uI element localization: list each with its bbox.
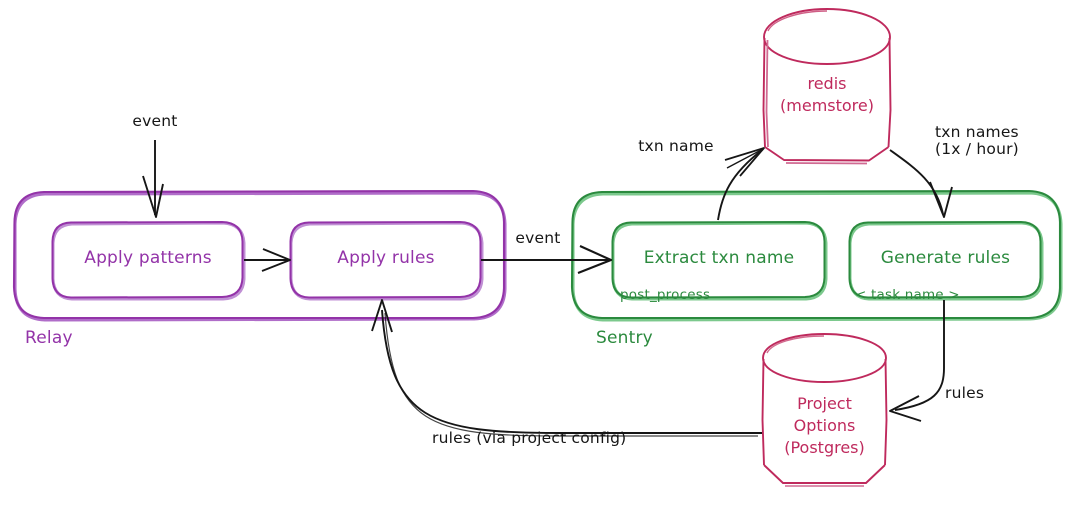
edge-extract-to-redis xyxy=(717,147,765,221)
edge-extract-to-redis-arrowhead xyxy=(724,147,765,177)
apply-patterns-border xyxy=(51,220,244,299)
node-generate-rules-sublabel: < task name > xyxy=(855,287,960,303)
edge-generate-to-options-arrowhead xyxy=(889,395,922,422)
datastore-project-options-label-line3: (Postgres) xyxy=(784,438,865,457)
options-left-wall xyxy=(761,358,765,466)
node-apply-patterns-label[interactable]: Apply patterns xyxy=(84,248,212,268)
datastore-project-options[interactable] xyxy=(762,334,887,486)
options-top-ellipse xyxy=(762,333,887,383)
edge-label-redis-to-generate: txn names (1x / hour) xyxy=(935,123,1019,159)
node-extract-txn-name-shape[interactable] xyxy=(611,220,828,301)
node-apply-rules-label[interactable]: Apply rules xyxy=(337,248,435,268)
group-relay[interactable] xyxy=(12,189,507,322)
node-extract-txn-name-label[interactable]: Extract txn name xyxy=(643,248,795,268)
generate-rules-border xyxy=(848,220,1042,299)
options-bottom xyxy=(763,464,886,484)
edge-label-extract-to-redis: txn name xyxy=(638,137,714,155)
options-top-ellipse-overdraw xyxy=(766,335,825,354)
edge-extract-to-redis-line xyxy=(717,149,763,221)
edge-extract-to-redis-arrowhead-extra xyxy=(726,148,764,169)
redis-top-ellipse-overdraw xyxy=(767,10,828,32)
redis-left-wall xyxy=(762,37,766,148)
edge-event-in xyxy=(142,140,164,218)
edge-patterns-to-rules xyxy=(244,248,291,272)
edge-options-to-relay-arrowhead xyxy=(371,299,393,333)
apply-rules-border xyxy=(289,220,482,299)
redis-bottom-shadow xyxy=(785,162,868,165)
edge-label-generate-to-options: rules xyxy=(945,384,985,402)
redis-top-ellipse xyxy=(763,8,891,65)
datastore-project-options-shape[interactable] xyxy=(761,333,888,487)
edge-redis-to-generate-line xyxy=(889,149,944,215)
group-relay-label: Relay xyxy=(25,328,73,348)
datastore-redis-label-line1: redis xyxy=(807,74,847,93)
redis-left-wall-shadow xyxy=(765,39,769,148)
group-sentry[interactable] xyxy=(570,189,1063,322)
redis-bottom xyxy=(764,146,890,162)
sentry-box xyxy=(570,189,1062,320)
node-apply-rules[interactable] xyxy=(290,222,481,298)
edge-generate-to-options xyxy=(889,300,945,422)
edge-options-to-relay xyxy=(371,299,762,437)
datastore-project-options-label-line1: Project xyxy=(797,394,852,413)
extract-txn-name-border xyxy=(611,220,826,299)
datastore-project-options-label-line2: Options xyxy=(793,416,856,435)
group-sentry-label: Sentry xyxy=(596,328,653,348)
node-generate-rules[interactable] xyxy=(849,222,1041,298)
datastore-redis-label-line2: (memstore) xyxy=(780,96,874,115)
edge-patterns-to-rules-arrowhead xyxy=(261,248,291,272)
edge-rules-to-extract xyxy=(481,245,613,274)
redis-right-wall xyxy=(887,37,892,148)
relay-box xyxy=(12,189,506,320)
datastore-redis-shape[interactable] xyxy=(762,8,892,165)
edge-generate-to-options-line xyxy=(894,300,945,411)
node-apply-patterns[interactable] xyxy=(52,222,243,298)
node-generate-rules-label[interactable]: Generate rules xyxy=(880,248,1011,268)
edge-label-options-to-relay: rules (via project config) xyxy=(432,429,627,447)
edge-label-event-in: event xyxy=(132,112,178,130)
datastore-redis[interactable] xyxy=(763,9,891,164)
node-extract-txn-name[interactable] xyxy=(612,222,825,298)
node-apply-rules-shape[interactable] xyxy=(289,220,484,301)
edge-options-to-relay-line xyxy=(381,309,762,434)
edge-redis-to-generate-arrowhead xyxy=(929,181,953,218)
edge-rules-to-extract-arrowhead xyxy=(577,245,613,274)
edge-event-in-arrowhead xyxy=(142,175,164,218)
edge-label-rules-to-extract: event xyxy=(515,229,561,247)
node-apply-patterns-shape[interactable] xyxy=(51,220,246,301)
node-extract-txn-name-sublabel: post_process xyxy=(620,287,711,303)
node-generate-rules-shape[interactable] xyxy=(848,220,1044,301)
options-right-wall xyxy=(884,358,888,466)
edge-options-to-relay-line-overdraw xyxy=(384,312,758,437)
edge-redis-to-generate xyxy=(889,149,953,218)
